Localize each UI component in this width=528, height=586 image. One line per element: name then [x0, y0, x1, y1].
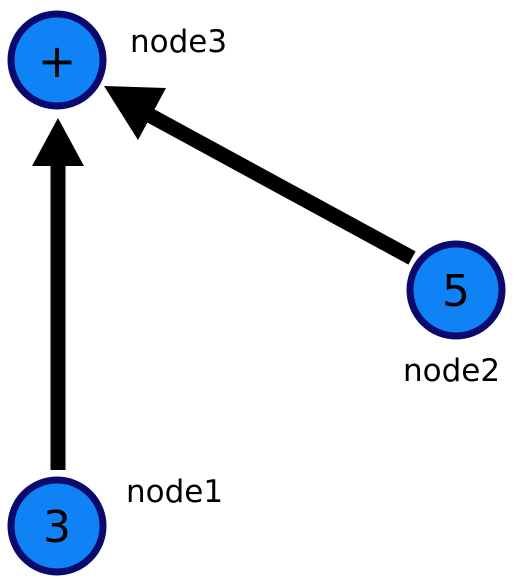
node-value: + — [38, 34, 77, 88]
node-circle — [7, 10, 107, 110]
edge-node2-to-node3 — [104, 86, 416, 265]
node-circle — [406, 240, 506, 340]
node-node3[interactable]: + node3 — [7, 10, 227, 110]
node-node2[interactable]: 5 node2 — [403, 240, 506, 389]
node-value: 5 — [442, 266, 470, 317]
node-value: 3 — [43, 502, 71, 553]
arrowhead-icon — [104, 86, 166, 140]
edge-node1-to-node3 — [32, 118, 84, 470]
edge-line — [136, 103, 416, 265]
node-label: node3 — [130, 24, 227, 60]
node-label: node1 — [126, 474, 223, 510]
node-circle — [7, 476, 107, 576]
node-node1[interactable]: 3 node1 — [7, 474, 223, 576]
arrowhead-icon — [32, 118, 84, 166]
node-label: node2 — [403, 353, 500, 389]
